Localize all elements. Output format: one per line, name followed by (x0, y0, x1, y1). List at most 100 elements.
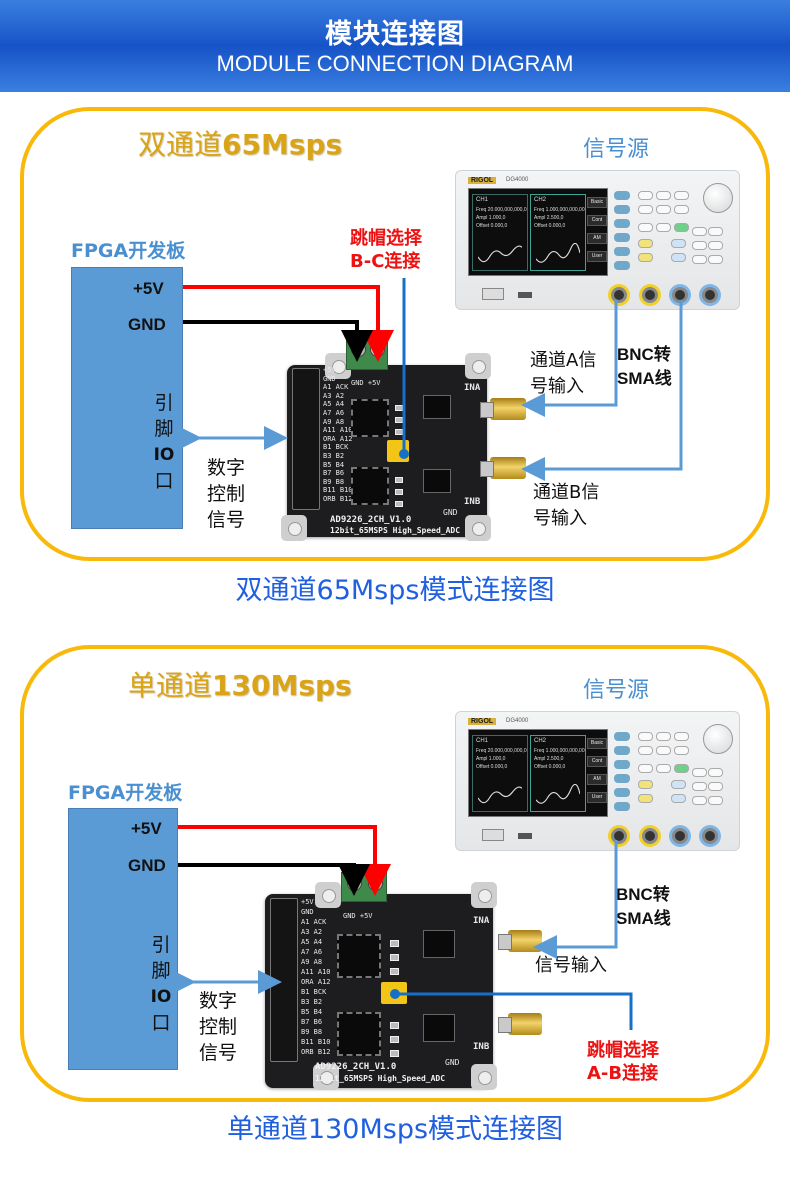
menu-button[interactable] (614, 774, 630, 783)
numpad-key[interactable] (692, 255, 707, 264)
label-line: 信号 (207, 509, 246, 531)
ch2-label: CH2 (534, 197, 547, 203)
adc-chip-a (351, 399, 389, 437)
rotary-knob[interactable] (703, 724, 733, 754)
ch2-output-key[interactable] (671, 794, 686, 803)
power-button[interactable] (482, 829, 504, 841)
vcc-screw (368, 876, 383, 891)
menu-button[interactable] (614, 205, 630, 214)
gnd-screw (351, 342, 366, 357)
softkey-basic[interactable]: Basic (587, 197, 607, 208)
softkey-user[interactable]: User (587, 251, 607, 262)
header-banner: 模块连接图 MODULE CONNECTION DIAGRAM (0, 0, 790, 92)
ch1-output-bnc (611, 287, 627, 303)
front-key[interactable] (638, 223, 653, 232)
front-key[interactable] (674, 764, 689, 773)
jumper-block[interactable] (381, 982, 407, 1004)
ch1-amp: Ampl 1.000,0 (476, 756, 506, 762)
channel-1-display: CH1 Freq 20.000,000,000,0 Ampl 1.000,0 O… (472, 194, 528, 271)
menu-button[interactable] (614, 760, 630, 769)
menu-button[interactable] (614, 788, 630, 797)
softkey-cont[interactable]: Cont (587, 215, 607, 226)
io-char: 脚 (154, 418, 174, 440)
menu-button[interactable] (614, 732, 630, 741)
front-key[interactable] (638, 764, 653, 773)
mode-title-single: 单通道130Msps (128, 664, 352, 704)
ch2-output-key[interactable] (671, 253, 686, 262)
rotary-knob[interactable] (703, 183, 733, 213)
numpad-key[interactable] (708, 227, 723, 236)
pin-label: A5 A4 (301, 938, 323, 946)
channel-1-display: CH1 Freq 20.000,000,000,0 Ampl 1.000,0 O… (472, 735, 528, 812)
adc-chip-b (351, 467, 389, 505)
numpad-key[interactable] (708, 255, 723, 264)
numpad-key[interactable] (692, 768, 707, 777)
softkey-basic[interactable]: Basic (587, 738, 607, 749)
front-key[interactable] (674, 732, 689, 741)
pin-label: ORA A12 (301, 978, 331, 986)
jumper-block[interactable] (387, 440, 409, 462)
numpad-key[interactable] (692, 227, 707, 236)
io-char: 口 (151, 1012, 171, 1034)
ch2-output-key[interactable] (671, 239, 686, 248)
note-line: A-B连接 (587, 1063, 659, 1084)
power-terminal-block (346, 338, 388, 370)
front-key[interactable] (638, 205, 653, 214)
menu-button[interactable] (614, 219, 630, 228)
softkey-user[interactable]: User (587, 792, 607, 803)
single-channel-caption: 单通道130Msps模式连接图 (226, 1114, 564, 1145)
front-key[interactable] (638, 746, 653, 755)
numpad-key[interactable] (692, 796, 707, 805)
ch2-sync-bnc (702, 828, 718, 844)
pin-label: ORB B12 (301, 1048, 331, 1056)
front-key[interactable] (674, 205, 689, 214)
front-key[interactable] (656, 223, 671, 232)
power-button[interactable] (482, 288, 504, 300)
numpad-key[interactable] (708, 782, 723, 791)
menu-button[interactable] (614, 191, 630, 200)
menu-button[interactable] (614, 746, 630, 755)
ch1-output-key[interactable] (638, 794, 653, 803)
front-key[interactable] (674, 191, 689, 200)
label-line: 数字 (207, 457, 246, 479)
ina-label: INA (464, 383, 481, 393)
numpad-key[interactable] (708, 768, 723, 777)
ch1-sync-bnc (642, 287, 658, 303)
front-key[interactable] (674, 746, 689, 755)
note-line: 通道A信 (530, 350, 597, 371)
io-char: 引 (154, 392, 174, 414)
pin-label: A9 A8 (323, 417, 345, 426)
menu-button[interactable] (614, 247, 630, 256)
front-key[interactable] (656, 191, 671, 200)
numpad-key[interactable] (708, 796, 723, 805)
numpad-key[interactable] (708, 241, 723, 250)
softkey-am[interactable]: AM (587, 233, 607, 244)
mount-hole (465, 515, 491, 541)
menu-button[interactable] (614, 233, 630, 242)
note-line: BNC转 (616, 885, 670, 904)
pin-label: B5 B4 (301, 1008, 323, 1016)
menu-button[interactable] (614, 802, 630, 811)
front-key[interactable] (656, 205, 671, 214)
numpad-key[interactable] (692, 241, 707, 250)
bnc-sma-cable-note: BNC转 SMA线 (617, 343, 672, 391)
smd-component (395, 405, 403, 411)
front-key[interactable] (638, 191, 653, 200)
ch1-output-key[interactable] (638, 253, 653, 262)
front-key[interactable] (656, 732, 671, 741)
front-key[interactable] (656, 764, 671, 773)
numpad-key[interactable] (692, 782, 707, 791)
front-key[interactable] (674, 223, 689, 232)
front-key[interactable] (638, 732, 653, 741)
softkey-am[interactable]: AM (587, 774, 607, 785)
io-char: 口 (154, 470, 174, 492)
ch2-output-key[interactable] (671, 780, 686, 789)
menu-button[interactable] (614, 261, 630, 270)
softkey-cont[interactable]: Cont (587, 756, 607, 767)
ch1-output-key[interactable] (638, 239, 653, 248)
ch1-output-key[interactable] (638, 780, 653, 789)
label-line: 数字 (199, 990, 238, 1012)
front-key[interactable] (656, 746, 671, 755)
io-char: 脚 (151, 960, 171, 982)
ch1-freq: Freq 20.000,000,000,0 (476, 207, 527, 213)
